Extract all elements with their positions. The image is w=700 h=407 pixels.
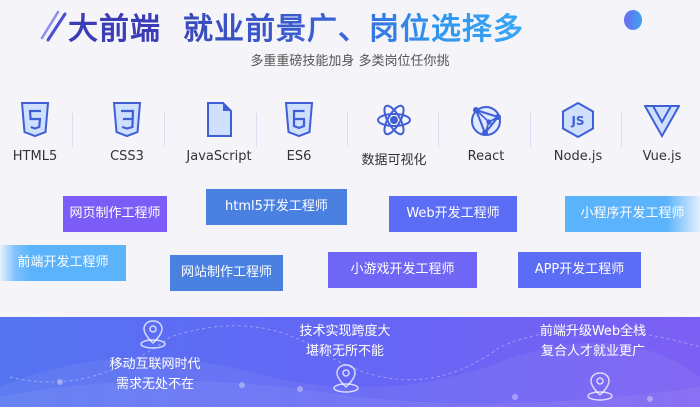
nodejs-hexagon-icon: JS [562, 101, 594, 139]
atom-icon [377, 104, 411, 136]
html5-shield-icon [20, 102, 50, 138]
divider [530, 113, 531, 147]
tech-item-react: React [441, 95, 531, 170]
divider [72, 113, 73, 147]
tech-item-vuejs: Vue.js [617, 95, 700, 170]
feature-line-1: 前端升级Web全栈 [539, 324, 647, 339]
divider [256, 113, 257, 147]
tech-item-javascript: JavaScript [174, 95, 264, 170]
location-pin-icon [587, 372, 613, 401]
tech-stack-row: HTML5 CSS3 JavaScript ES6 数据可视化 [0, 95, 700, 170]
feature-tech-span: 技术实现跨度大 堪称无所不能 [285, 322, 405, 362]
feature-line-2: 需求无处不在 [115, 377, 194, 392]
react-network-icon [471, 106, 501, 136]
tech-label: Node.js [553, 149, 603, 164]
feature-line-1: 技术实现跨度大 [299, 324, 391, 339]
tech-label: 数据可视化 [361, 153, 427, 168]
title-part-2: 就业前景广、岗位选择多 [183, 12, 524, 47]
job-tag-website-production: 网站制作工程师 [170, 255, 283, 291]
divider [164, 113, 165, 147]
location-pin-icon [333, 364, 359, 393]
feature-line-2: 复合人才就业更广 [540, 344, 645, 359]
tech-label: ES6 [286, 149, 312, 164]
tech-label: Vue.js [642, 149, 682, 164]
location-pin-icon [140, 320, 166, 349]
tech-item-html5: HTML5 [0, 95, 80, 170]
divider [438, 113, 439, 147]
job-tag-mini-game-developer: 小游戏开发工程师 [328, 252, 477, 288]
job-tag-app-developer: APP开发工程师 [518, 252, 641, 288]
tech-item-data-visualization: 数据可视化 [349, 95, 439, 170]
svg-text:JS: JS [570, 114, 584, 128]
document-icon [207, 102, 232, 137]
divider [621, 113, 622, 147]
tech-label: CSS3 [110, 149, 144, 164]
features-banner: 移动互联网时代 需求无处不在 技术实现跨度大 堪称无所不能 前端升级Web全栈 … [0, 317, 700, 407]
gradient-dot-decoration-icon [624, 10, 642, 30]
vue-logo-icon [644, 105, 680, 139]
header-section: 大前端就业前景广、岗位选择多 多重重磅技能加身 多类岗位任你挑 [0, 0, 700, 80]
tech-item-es6: ES6 [254, 95, 344, 170]
job-tag-web-page-production: 网页制作工程师 [63, 196, 167, 232]
subtitle: 多重重磅技能加身 多类岗位任你挑 [250, 54, 450, 69]
job-tag-mini-program-developer: 小程序开发工程师 [565, 196, 700, 232]
es6-shield-icon [284, 102, 314, 138]
double-slash-decoration-icon [40, 10, 67, 42]
feature-line-2: 堪称无所不能 [305, 344, 384, 359]
banner-wave-decoration [0, 325, 700, 407]
css3-shield-icon [112, 102, 142, 138]
job-tag-frontend-developer: 前端开发工程师 [0, 245, 126, 281]
tech-label: HTML5 [12, 149, 58, 164]
title-part-1: 大前端 [68, 12, 161, 47]
feature-line-1: 移动互联网时代 [109, 357, 201, 372]
job-tag-web-developer: Web开发工程师 [389, 196, 517, 232]
feature-fullstack: 前端升级Web全栈 复合人才就业更广 [528, 322, 658, 362]
feature-mobile-era: 移动互联网时代 需求无处不在 [95, 355, 215, 395]
tech-label: JavaScript [186, 149, 252, 164]
tech-item-nodejs: JS Node.js [533, 95, 623, 170]
tech-item-css3: CSS3 [82, 95, 172, 170]
page-title: 大前端就业前景广、岗位选择多 [68, 4, 524, 48]
tech-label: React [467, 149, 505, 164]
job-tag-html5-developer: html5开发工程师 [206, 189, 347, 225]
title-row: 大前端就业前景广、岗位选择多 [0, 4, 700, 47]
divider [347, 113, 348, 147]
